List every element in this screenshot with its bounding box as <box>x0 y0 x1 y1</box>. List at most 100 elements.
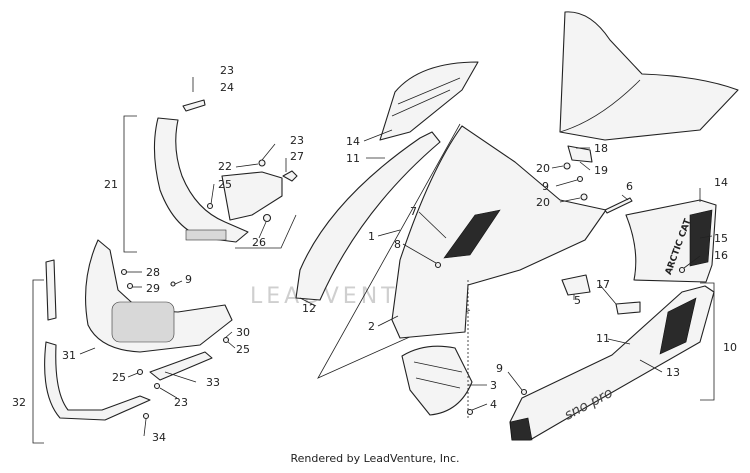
leader-31 <box>79 347 96 355</box>
windshield-bracket-19 <box>567 145 593 163</box>
screw-9b <box>576 175 584 183</box>
callout-20: 20 <box>536 196 550 209</box>
bracket-5 <box>561 274 591 296</box>
callout-16: 16 <box>714 249 728 262</box>
screw-4 <box>466 408 474 416</box>
leader-14a <box>363 129 393 142</box>
callout-24: 24 <box>220 81 234 94</box>
callout-11: 11 <box>596 332 610 345</box>
leader-8 <box>402 243 437 264</box>
lower-panel-dark-patch <box>659 297 697 355</box>
rod-33 <box>149 351 213 381</box>
callout-25: 25 <box>236 343 250 356</box>
screw-9a <box>170 281 176 287</box>
callout-27: 27 <box>290 150 304 163</box>
callout-1: 1 <box>368 230 375 243</box>
callout-34: 34 <box>152 431 166 444</box>
callout-23: 23 <box>174 396 188 409</box>
callout-15: 15 <box>714 232 728 245</box>
callout-7: 7 <box>410 205 417 218</box>
screw-9c <box>520 388 528 396</box>
footer-credit: Rendered by LeadVenture, Inc. <box>290 452 460 465</box>
callout-13: 13 <box>666 366 680 379</box>
callout-14: 14 <box>346 135 360 148</box>
leader-9a <box>174 280 183 285</box>
callout-30: 30 <box>236 326 250 339</box>
leader-9b <box>555 179 578 187</box>
leader-23 <box>261 143 276 161</box>
callout-26: 26 <box>252 236 266 249</box>
bracket-21 <box>123 115 137 253</box>
nut-26 <box>262 213 272 223</box>
leader-6 <box>621 194 629 201</box>
callout-31: 31 <box>62 349 76 362</box>
leader-group-25 <box>235 214 297 249</box>
nut-28 <box>120 268 128 276</box>
vent-lines <box>391 77 461 117</box>
leader-25b <box>127 372 139 378</box>
callout-2: 2 <box>368 320 375 333</box>
headlight-lines <box>413 361 463 389</box>
callout-21: 21 <box>104 178 118 191</box>
leader-30 <box>224 331 233 339</box>
callout-9: 9 <box>542 180 549 193</box>
leader-2 <box>377 315 399 327</box>
rod-6 <box>604 197 633 214</box>
callout-8: 8 <box>394 238 401 251</box>
bumper-bar-part <box>44 341 151 421</box>
screw-25a <box>206 202 214 210</box>
callout-28: 28 <box>146 266 160 279</box>
leader-22 <box>235 163 259 168</box>
callout-32: 32 <box>12 396 26 409</box>
leader-11b <box>607 338 631 345</box>
leader-25a <box>210 183 215 205</box>
bracket-32 <box>32 279 44 444</box>
callout-20: 20 <box>536 162 550 175</box>
callout-19: 19 <box>594 164 608 177</box>
leader-25c <box>227 341 236 349</box>
callout-29: 29 <box>146 282 160 295</box>
callout-11: 11 <box>346 152 360 165</box>
leader-20a <box>551 165 564 169</box>
nut-29 <box>126 282 134 290</box>
leader-13 <box>639 359 663 373</box>
leader-1 <box>377 229 401 237</box>
leader-33 <box>164 371 197 383</box>
callout-9: 9 <box>496 362 503 375</box>
pin-22 <box>258 159 266 167</box>
clip-17 <box>615 301 641 315</box>
leader-34 <box>143 418 147 437</box>
nut-20b <box>580 193 588 201</box>
lower-panel-dark-tip <box>509 417 533 441</box>
callout-4: 4 <box>490 398 497 411</box>
windshield <box>559 11 739 141</box>
callout-17: 17 <box>596 278 610 291</box>
leader-17 <box>599 284 617 305</box>
callout-3: 3 <box>490 379 497 392</box>
leader-9c <box>507 371 523 391</box>
callout-10: 10 <box>723 341 737 354</box>
callout-25: 25 <box>112 371 126 384</box>
leader-12 <box>299 297 317 307</box>
leader-26 <box>258 221 267 239</box>
callout-33: 33 <box>206 376 220 389</box>
callout-18: 18 <box>594 142 608 155</box>
headlight-housing <box>401 345 473 416</box>
upper-bumper-part <box>153 117 249 243</box>
callout-12: 12 <box>302 302 316 315</box>
leader-7 <box>418 211 447 239</box>
screw-34 <box>142 412 150 420</box>
callout-14: 14 <box>714 176 728 189</box>
callout-9: 9 <box>185 273 192 286</box>
bracket-10 <box>700 282 715 401</box>
leader-16 <box>683 255 701 269</box>
callout-23: 23 <box>290 134 304 147</box>
clip-24 <box>182 99 206 112</box>
fastener-27 <box>282 170 298 182</box>
screw-8 <box>434 261 442 269</box>
callout-22: 22 <box>218 160 232 173</box>
screw-16 <box>678 266 686 274</box>
screw-30 <box>222 336 230 344</box>
